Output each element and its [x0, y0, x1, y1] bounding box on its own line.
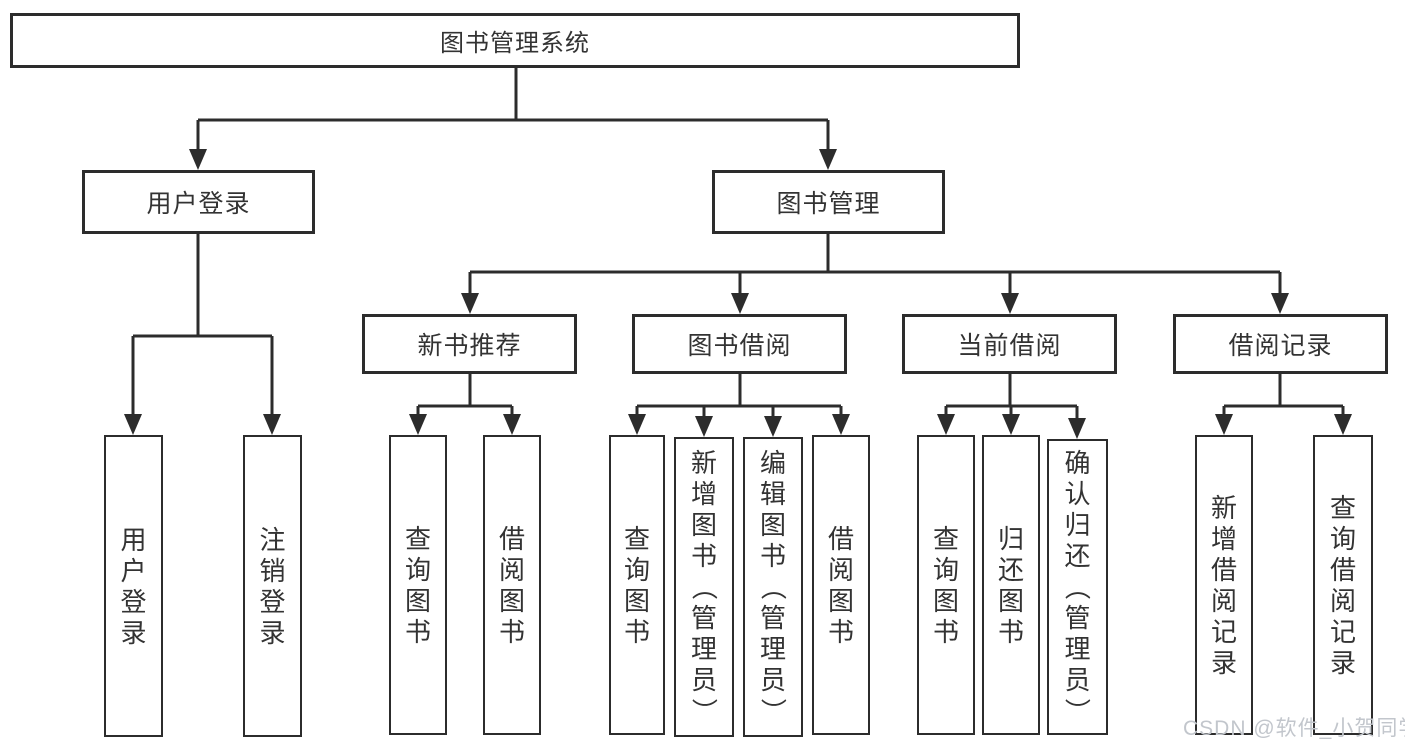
- arrowhead-icon: [1334, 414, 1352, 435]
- leaf-borrow-add-book-admin: 新增图书（管理员）: [674, 437, 734, 737]
- node-borrow-records-label: 借阅记录: [1228, 332, 1333, 360]
- leaf-current-query-book-label: 查询图书: [932, 523, 959, 647]
- arrowhead-icon: [503, 414, 521, 435]
- leaf-borrow-query-book-label: 查询图书: [623, 523, 650, 647]
- leaf-current-confirm-return-admin-label: 确认归还（管理员）: [1062, 448, 1093, 725]
- leaf-user-login-label: 用户登录: [120, 524, 147, 648]
- leaf-records-query-record-label: 查询借阅记录: [1329, 492, 1356, 678]
- leaf-records-add-record: 新增借阅记录: [1195, 435, 1253, 735]
- arrowhead-icon: [832, 414, 850, 435]
- node-root-system: 图书管理系统: [10, 13, 1020, 68]
- arrowhead-icon: [764, 416, 782, 437]
- leaf-borrow-add-book-admin-label: 新增图书（管理员）: [688, 448, 719, 725]
- leaf-current-return-book: 归还图书: [982, 435, 1040, 735]
- arrowhead-icon: [937, 414, 955, 435]
- node-borrow-records: 借阅记录: [1173, 314, 1388, 374]
- arrowhead-icon: [1002, 414, 1020, 435]
- leaf-borrow-borrow-book-label: 借阅图书: [827, 523, 854, 647]
- leaf-borrow-borrow-book: 借阅图书: [812, 435, 870, 735]
- leaf-borrow-edit-book-admin-label: 编辑图书（管理员）: [757, 448, 788, 725]
- arrowhead-icon: [409, 414, 427, 435]
- arrowhead-icon: [731, 293, 749, 314]
- leaf-current-return-book-label: 归还图书: [997, 523, 1024, 647]
- arrowhead-icon: [1271, 293, 1289, 314]
- node-root-label: 图书管理系统: [440, 30, 590, 57]
- leaf-records-query-record: 查询借阅记录: [1313, 435, 1373, 735]
- node-book-management: 图书管理: [712, 170, 945, 234]
- leaf-current-query-book: 查询图书: [917, 435, 975, 735]
- leaf-newrec-borrow-book: 借阅图书: [483, 435, 541, 735]
- leaf-user-login: 用户登录: [104, 435, 163, 737]
- leaf-borrow-query-book: 查询图书: [609, 435, 665, 735]
- arrowhead-icon: [189, 149, 207, 170]
- node-current-borrow-label: 当前借阅: [957, 332, 1062, 360]
- node-user-login: 用户登录: [82, 170, 315, 234]
- leaf-newrec-borrow-book-label: 借阅图书: [498, 523, 525, 647]
- leaf-records-add-record-label: 新增借阅记录: [1210, 492, 1237, 678]
- leaf-logout-label: 注销登录: [259, 524, 286, 648]
- arrowhead-icon: [819, 149, 837, 170]
- connector-path: [131, 68, 1345, 419]
- node-book-borrow-label: 图书借阅: [687, 332, 792, 360]
- arrowhead-icon: [124, 414, 142, 435]
- arrowhead-icon: [1068, 418, 1086, 439]
- leaf-current-confirm-return-admin: 确认归还（管理员）: [1047, 439, 1108, 735]
- leaf-newrec-query-book: 查询图书: [389, 435, 447, 735]
- node-new-book-recommend-label: 新书推荐: [417, 332, 522, 360]
- arrowhead-icon: [695, 416, 713, 437]
- csdn-watermark: CSDN @软件_小贺同学: [1183, 717, 1405, 740]
- node-book-borrow: 图书借阅: [632, 314, 847, 374]
- arrowhead-icon: [263, 414, 281, 435]
- node-current-borrow: 当前借阅: [902, 314, 1117, 374]
- arrowhead-icon: [1001, 293, 1019, 314]
- leaf-logout: 注销登录: [243, 435, 302, 737]
- arrowhead-icon: [1215, 414, 1233, 435]
- arrowhead-icon: [628, 414, 646, 435]
- leaf-borrow-edit-book-admin: 编辑图书（管理员）: [743, 437, 803, 737]
- node-user-login-label: 用户登录: [146, 190, 251, 218]
- node-book-management-label: 图书管理: [776, 190, 881, 218]
- leaf-newrec-query-book-label: 查询图书: [404, 523, 431, 647]
- node-new-book-recommend: 新书推荐: [362, 314, 577, 374]
- arrowhead-icon: [461, 293, 479, 314]
